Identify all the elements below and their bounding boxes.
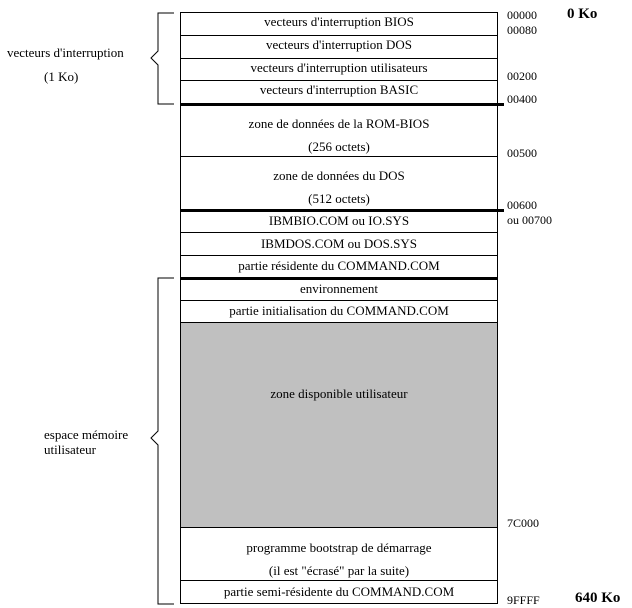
- memory-map-left-border: [180, 12, 181, 604]
- address-label: 00600: [507, 198, 537, 212]
- separator: [180, 80, 498, 81]
- free-zone-shading: [181, 323, 498, 527]
- block-label: vecteurs d'interruption DOS: [265, 37, 413, 52]
- block-dos-data-zone: zone de données du DOS (512 octets): [180, 164, 498, 210]
- size-mark-top: 0 Ko: [567, 6, 598, 22]
- block-ibmdos-com: IBMDOS.COM ou DOS.SYS: [180, 236, 498, 252]
- block-environment: environnement: [180, 281, 498, 297]
- block-command-com-init: partie initialisation du COMMAND.COM: [180, 303, 498, 319]
- address-label: 9FFFF: [507, 593, 540, 607]
- address-label: 00000: [507, 8, 537, 22]
- block-label: zone disponible utilisateur: [270, 386, 408, 401]
- block-label: zone de données du DOS: [273, 168, 405, 183]
- block-label: vecteurs d'interruption BASIC: [259, 82, 419, 97]
- block-bootstrap-program: programme bootstrap de démarrage (il est…: [180, 536, 498, 582]
- separator-thick: [180, 277, 498, 280]
- block-sublabel: (512 octets): [308, 191, 370, 206]
- separator: [180, 255, 498, 256]
- block-label: IBMDOS.COM ou DOS.SYS: [260, 236, 418, 251]
- group-label-line: espace mémoire: [44, 427, 129, 442]
- block-user-available-zone: zone disponible utilisateur: [180, 386, 498, 402]
- block-label: environnement: [300, 281, 378, 296]
- block-dos-interrupt-vectors: vecteurs d'interruption DOS: [180, 37, 498, 53]
- block-ibmbio-com: IBMBIO.COM ou IO.SYS: [180, 213, 498, 229]
- block-basic-interrupt-vectors: vecteurs d'interruption BASIC: [180, 82, 498, 98]
- address-label: 00080: [507, 23, 537, 37]
- address-label: ou 00700: [507, 213, 552, 227]
- address-label: 00500: [507, 146, 537, 160]
- separator-thick: [180, 209, 504, 212]
- separator-thick: [180, 103, 504, 106]
- block-command-com-resident: partie résidente du COMMAND.COM: [180, 258, 498, 274]
- block-sublabel: (il est "écrasé" par la suite): [268, 563, 410, 578]
- separator-top: [180, 12, 498, 13]
- block-sublabel: (256 octets): [308, 139, 370, 154]
- address-label: 00400: [507, 92, 537, 106]
- block-label: programme bootstrap de démarrage: [246, 540, 432, 555]
- separator: [180, 527, 498, 528]
- block-label: partie semi-résidente du COMMAND.COM: [223, 584, 455, 599]
- group-label-user-memory: espace mémoire utilisateur: [44, 427, 128, 457]
- block-user-interrupt-vectors: vecteurs d'interruption utilisateurs: [180, 60, 498, 76]
- address-label: 00200: [507, 69, 537, 83]
- separator-bottom: [180, 603, 498, 604]
- separator: [180, 156, 498, 157]
- separator: [180, 580, 498, 581]
- address-label: 7C000: [507, 516, 540, 530]
- separator: [180, 300, 498, 301]
- block-label: vecteurs d'interruption BIOS: [264, 14, 414, 29]
- separator: [180, 322, 498, 323]
- block-label: partie résidente du COMMAND.COM: [238, 258, 440, 273]
- block-command-com-semi-resident: partie semi-résidente du COMMAND.COM: [180, 584, 498, 600]
- block-bios-interrupt-vectors: vecteurs d'interruption BIOS: [180, 14, 498, 30]
- group-sublabel-interrupt-vectors: (1 Ko): [44, 69, 79, 84]
- group-label-interrupt-vectors: vecteurs d'interruption: [7, 45, 124, 60]
- size-mark-bottom: 640 Ko: [575, 590, 621, 606]
- memory-map-right-border: [497, 12, 498, 604]
- block-label: partie initialisation du COMMAND.COM: [229, 303, 449, 318]
- separator: [180, 232, 498, 233]
- separator: [180, 58, 498, 59]
- block-rom-bios-data-zone: zone de données de la ROM-BIOS (256 octe…: [180, 112, 498, 158]
- block-label: vecteurs d'interruption utilisateurs: [250, 60, 428, 75]
- brace-interrupt-vectors-icon: [150, 12, 174, 105]
- brace-user-memory-icon: [150, 277, 174, 605]
- block-label: IBMBIO.COM ou IO.SYS: [268, 213, 410, 228]
- block-label: zone de données de la ROM-BIOS: [248, 116, 430, 131]
- separator: [180, 35, 498, 36]
- group-label-line: utilisateur: [44, 442, 96, 457]
